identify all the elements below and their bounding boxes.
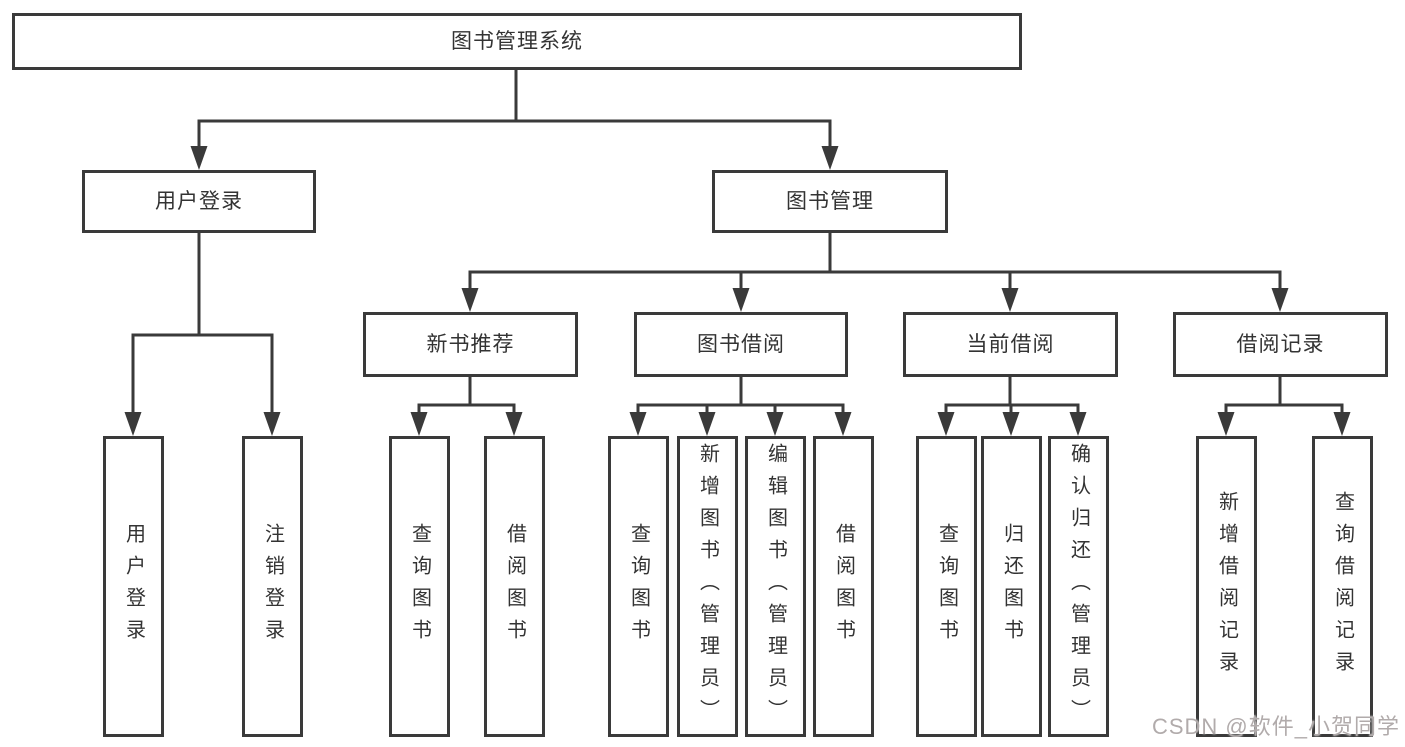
csdn-watermark: CSDN @软件_小贺同学 <box>1151 714 1400 739</box>
node-book-borrow: 图书借阅 <box>634 312 848 377</box>
leaf-borrow-edit: 编辑图书（管理员） <box>745 436 806 737</box>
arrowhead <box>124 412 142 436</box>
leaf-newbook-query: 查询图书 <box>389 436 450 737</box>
arrowhead <box>629 412 647 436</box>
leaf-user-login: 用户登录 <box>103 436 164 737</box>
arrowhead <box>732 288 750 312</box>
leaf-record-add: 新增借阅记录 <box>1196 436 1257 737</box>
connector-userlogin-to-leaves <box>131 233 274 418</box>
connector-newbook-to-leaves <box>417 377 516 418</box>
leaf-current-return: 归还图书 <box>981 436 1042 737</box>
leaf-current-confirm: 确认归还（管理员） <box>1048 436 1109 737</box>
node-user-login: 用户登录 <box>82 170 316 233</box>
node-root: 图书管理系统 <box>12 13 1022 70</box>
arrowhead <box>1002 412 1020 436</box>
leaf-borrow-query: 查询图书 <box>608 436 669 737</box>
arrowhead <box>698 412 716 436</box>
arrowhead <box>821 146 839 170</box>
node-borrow-records: 借阅记录 <box>1173 312 1388 377</box>
connector-records-to-leaves <box>1224 377 1344 418</box>
leaf-borrow-add: 新增图书（管理员） <box>677 436 738 737</box>
connector-borrow-to-leaves <box>636 377 845 418</box>
arrowhead <box>461 288 479 312</box>
leaf-record-query: 查询借阅记录 <box>1312 436 1373 737</box>
node-current-borrow: 当前借阅 <box>903 312 1118 377</box>
leaf-newbook-borrow: 借阅图书 <box>484 436 545 737</box>
connector-current-to-leaves <box>944 377 1080 418</box>
arrowhead <box>263 412 281 436</box>
arrowhead <box>1271 288 1289 312</box>
arrowhead <box>766 412 784 436</box>
node-book-management: 图书管理 <box>712 170 948 233</box>
leaf-current-query: 查询图书 <box>916 436 977 737</box>
connector-bookmgmt-to-level3 <box>468 233 1282 295</box>
arrowhead <box>1217 412 1235 436</box>
leaf-logout: 注销登录 <box>242 436 303 737</box>
arrowhead <box>505 412 523 436</box>
arrowhead <box>937 412 955 436</box>
arrowheads <box>124 146 1351 436</box>
connector-root-to-level2 <box>197 70 832 150</box>
arrowhead <box>1333 412 1351 436</box>
arrowhead <box>1001 288 1019 312</box>
leaf-borrow-borrow: 借阅图书 <box>813 436 874 737</box>
arrowhead <box>410 412 428 436</box>
arrowhead <box>190 146 208 170</box>
node-new-book-recommend: 新书推荐 <box>363 312 578 377</box>
arrowhead <box>834 412 852 436</box>
arrowhead <box>1069 412 1087 436</box>
